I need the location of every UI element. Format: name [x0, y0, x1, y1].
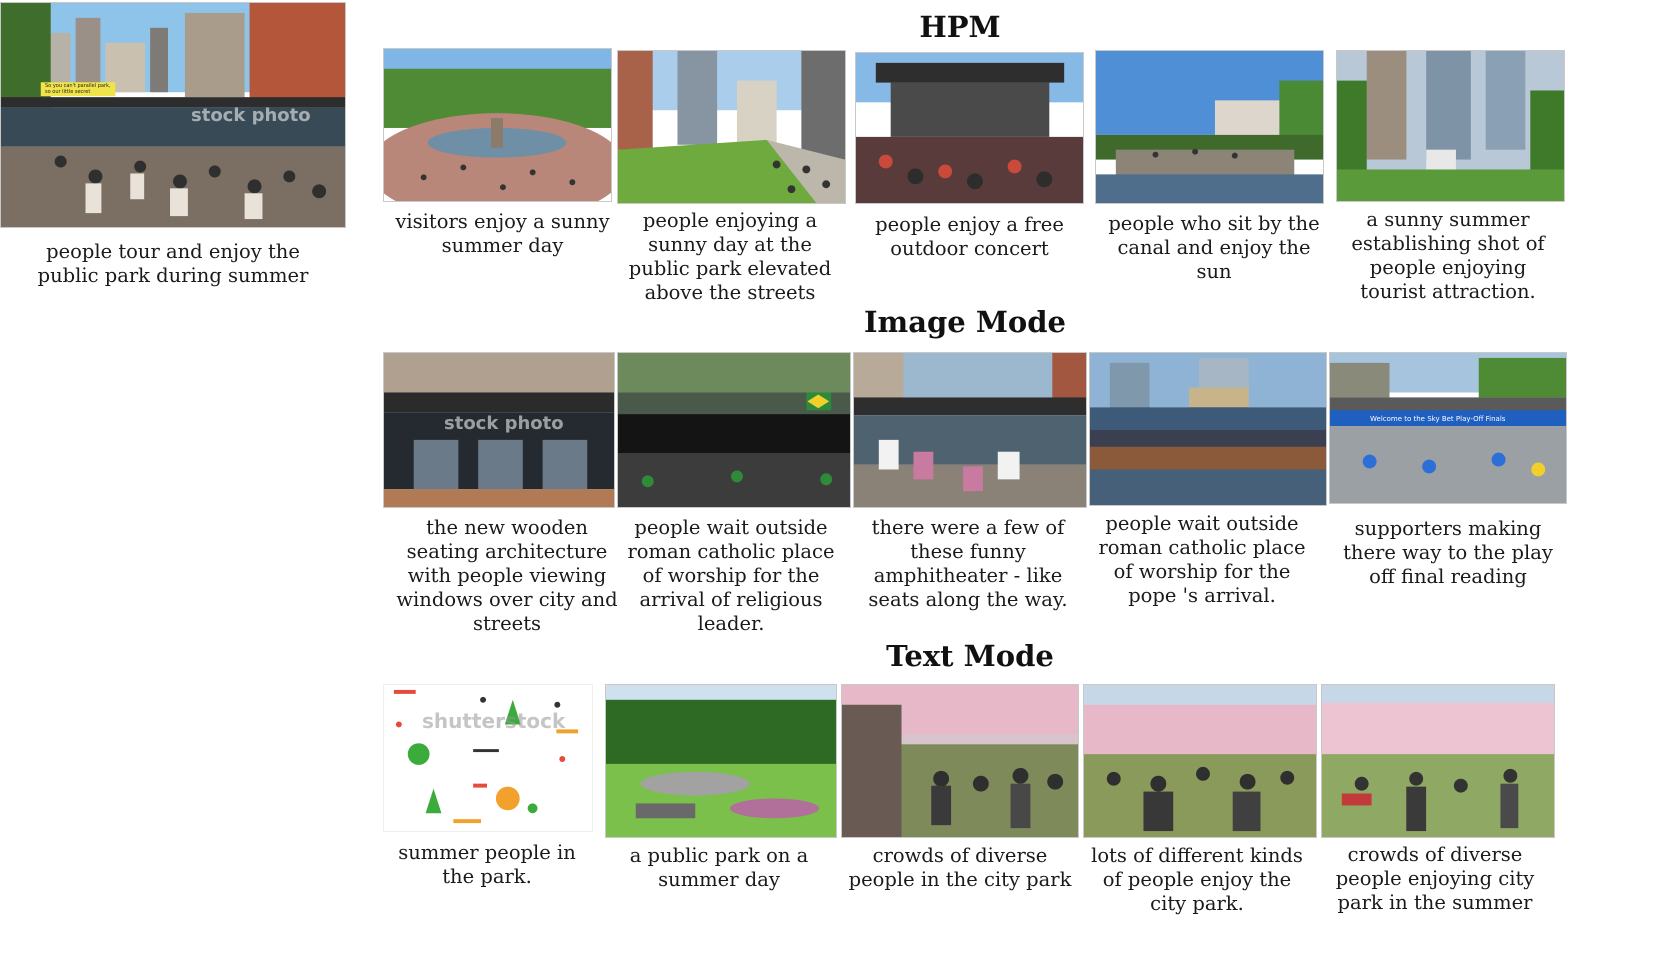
hpm-image-3 — [855, 52, 1084, 204]
section-title-hpm: HPM — [919, 10, 1001, 44]
hpm-caption-2: people enjoying a sunny day at the publi… — [628, 209, 832, 304]
sign-text: So you can't parallel park, so our littl… — [45, 83, 111, 95]
hpm-image-1 — [383, 48, 612, 202]
hpm-caption-1: visitors enjoy a sunny summer day — [395, 210, 610, 257]
image-mode-image-3 — [853, 352, 1087, 508]
hpm-caption-4: people who sit by the canal and enjoy th… — [1108, 212, 1320, 283]
query-image: stock photo So you can't parallel park, … — [0, 2, 346, 228]
query-caption: people tour and enjoy the public park du… — [37, 240, 309, 287]
text-mode-caption-1: summer people in the park. — [398, 841, 576, 888]
image-mode-caption-4: people wait outside roman catholic place… — [1098, 512, 1306, 607]
text-mode-image-3 — [841, 684, 1079, 838]
image-mode-image-5: Welcome to the Sky Bet Play-Off Finals — [1329, 352, 1567, 504]
section-title-image-mode: Image Mode — [863, 305, 1067, 339]
hpm-image-5 — [1336, 50, 1565, 202]
hpm-image-4 — [1095, 50, 1324, 204]
image-mode-caption-3: there were a few of these funny amphithe… — [868, 516, 1068, 611]
text-mode-image-5 — [1321, 684, 1555, 838]
hpm-caption-5: a sunny summer establishing shot of peop… — [1351, 208, 1545, 303]
image-mode-image-2 — [617, 352, 851, 508]
hpm-caption-3: people enjoy a free outdoor concert — [875, 213, 1064, 260]
text-mode-image-1: shutterstock — [383, 684, 593, 832]
text-mode-image-2 — [605, 684, 837, 838]
text-mode-caption-5: crowds of diverse people enjoying city p… — [1335, 843, 1535, 914]
image-mode-caption-5: supporters making there way to the play … — [1343, 517, 1553, 588]
image-mode-image-4 — [1089, 352, 1327, 506]
watermark: shutterstock — [422, 709, 566, 733]
image-mode-image-1: stock photo — [383, 352, 615, 508]
hpm-image-2 — [617, 50, 846, 204]
text-mode-caption-4: lots of different kinds of people enjoy … — [1091, 844, 1303, 915]
text-mode-caption-2: a public park on a summer day — [629, 844, 809, 891]
image-mode-caption-2: people wait outside roman catholic place… — [627, 516, 835, 635]
text-mode-image-4 — [1083, 684, 1317, 838]
section-title-text-mode: Text Mode — [886, 639, 1054, 673]
text-mode-caption-3: crowds of diverse people in the city par… — [848, 844, 1072, 891]
banner-text: Welcome to the Sky Bet Play-Off Finals — [1370, 415, 1506, 423]
image-mode-caption-1: the new wooden seating architecture with… — [396, 516, 618, 635]
